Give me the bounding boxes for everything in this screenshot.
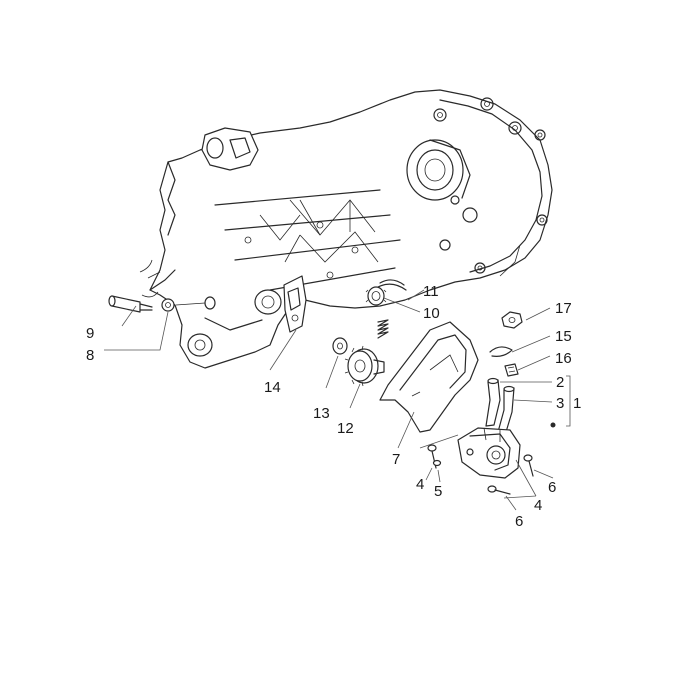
leader-lines: [104, 289, 571, 511]
part-1-pump: [457, 422, 556, 479]
callout-4-left: 4: [416, 476, 424, 493]
part-10-gear: [365, 286, 387, 306]
part-2-3-hoses: [485, 377, 515, 433]
callout-12: 12: [337, 420, 354, 437]
callout-13: 13: [313, 405, 330, 422]
spring: [377, 319, 389, 339]
part-8-washer: [161, 296, 216, 312]
part-12-gear: [344, 345, 385, 387]
callout-8: 8: [86, 347, 94, 364]
callout-14: 14: [264, 379, 281, 396]
part-13-washer: [332, 337, 348, 355]
callout-7: 7: [392, 451, 400, 468]
callout-4-right: 4: [534, 497, 542, 514]
part-9-rod: [108, 295, 153, 313]
callout-15: 15: [555, 328, 572, 345]
callout-1: 1: [573, 395, 581, 412]
callout-9: 9: [86, 325, 94, 342]
part-7-cover: [379, 321, 479, 433]
callout-3: 3: [556, 395, 564, 412]
crankcase-housing: [139, 89, 553, 369]
callout-labels: 9 8 14 13 12 11 10 7 4 5 17 15 16 2 3 1 …: [86, 283, 581, 530]
callout-17: 17: [555, 300, 572, 317]
callout-11: 11: [423, 283, 439, 300]
callout-10: 10: [423, 305, 440, 322]
part-14-bracket: [283, 275, 307, 333]
part-15-ring: [489, 346, 513, 357]
part-11-clip: [377, 279, 407, 291]
callout-6-right: 6: [548, 479, 556, 496]
assembly-dot: [550, 422, 556, 428]
callout-6-lower: 6: [515, 513, 523, 530]
callout-16: 16: [555, 350, 572, 367]
callout-5: 5: [434, 483, 442, 500]
part-16-fitting: [504, 363, 519, 377]
part-6-bolt-lower: [487, 485, 511, 495]
part-5-bolt: [427, 444, 442, 469]
part-6-bolt-right: [523, 454, 534, 477]
part-17-nut: [501, 311, 523, 329]
callout-2: 2: [556, 374, 564, 391]
